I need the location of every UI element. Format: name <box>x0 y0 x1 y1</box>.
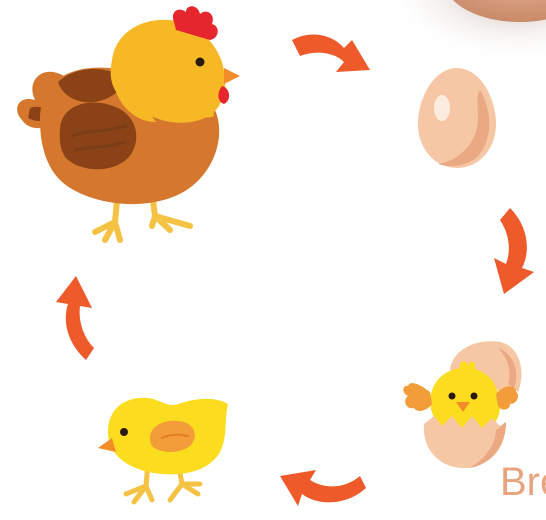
curved-arrow-right-icon <box>292 34 370 72</box>
hen-icon <box>17 6 240 240</box>
curved-arrow-left-icon <box>280 470 366 506</box>
caption-text: Bre <box>500 458 546 506</box>
curved-arrow-up-icon <box>56 276 94 360</box>
hatching-chick-icon <box>403 341 521 468</box>
chick-icon <box>98 398 228 502</box>
egg-icon <box>418 68 496 168</box>
curved-arrow-down-icon <box>494 208 534 294</box>
